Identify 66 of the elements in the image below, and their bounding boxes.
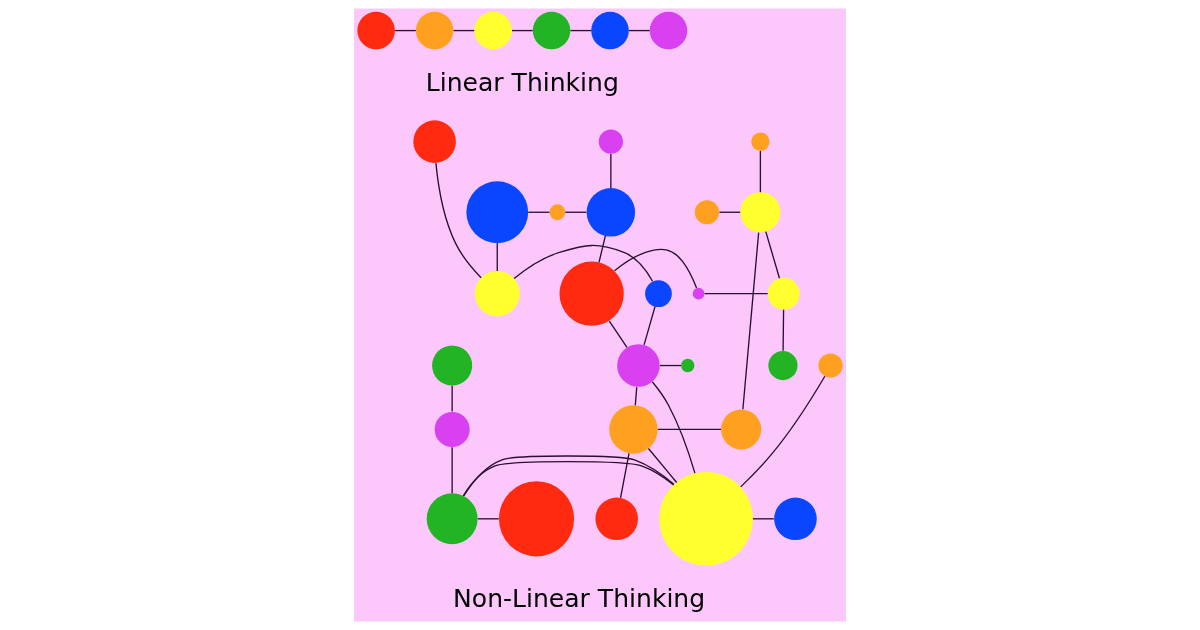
connector <box>647 447 678 484</box>
node-circle <box>818 353 843 378</box>
node-circle <box>598 129 623 154</box>
node-circle <box>617 344 660 387</box>
node-circle <box>751 132 770 151</box>
node-circle <box>767 277 800 310</box>
node-circle <box>774 497 817 541</box>
node-circle <box>474 11 512 50</box>
connector <box>513 244 654 282</box>
node-circle <box>609 405 658 454</box>
node-circle <box>432 345 473 386</box>
connector <box>435 162 482 279</box>
node-circle <box>498 481 575 557</box>
connector <box>759 150 762 193</box>
connector <box>782 309 785 352</box>
connector <box>740 375 826 488</box>
label: Non-Linear Thinking <box>453 584 706 614</box>
node-circle <box>659 472 753 566</box>
connector <box>511 29 534 32</box>
connector <box>477 518 500 520</box>
node-circle <box>549 204 566 221</box>
node-circle <box>591 11 629 50</box>
connector <box>651 381 696 474</box>
connector <box>634 386 638 406</box>
node-circle <box>474 271 520 317</box>
node-circle <box>586 188 636 237</box>
node-circle <box>694 200 720 225</box>
node-circle <box>434 411 470 447</box>
connector <box>659 364 682 367</box>
node-circle <box>740 192 781 233</box>
node-circle <box>768 350 798 381</box>
node-circle <box>649 11 688 50</box>
label: Linear Thinking <box>425 68 619 98</box>
node-circle <box>426 493 478 545</box>
connector <box>619 452 630 499</box>
connector <box>610 153 612 189</box>
node-circle <box>721 409 762 450</box>
node-circle <box>681 358 695 373</box>
connector <box>608 320 628 349</box>
connector <box>752 518 775 520</box>
connector <box>452 29 475 32</box>
connector <box>643 306 656 346</box>
node-circle <box>692 287 705 300</box>
connector <box>564 211 587 213</box>
connector <box>527 211 551 213</box>
node-circle <box>357 11 395 50</box>
node-circle <box>413 120 456 163</box>
connector <box>451 385 453 413</box>
connector <box>598 235 606 263</box>
connector <box>569 29 592 32</box>
connector <box>628 29 651 32</box>
node-circle <box>532 11 571 50</box>
connector <box>742 231 760 410</box>
connector <box>496 242 498 272</box>
node-circle <box>645 280 672 308</box>
connector <box>703 293 769 295</box>
node-circle <box>466 181 529 244</box>
node-circle <box>559 261 624 326</box>
connector <box>718 211 741 213</box>
node-circle <box>415 11 454 50</box>
connector <box>451 446 453 494</box>
node-circle <box>595 497 638 541</box>
connector <box>765 230 781 279</box>
connector <box>657 428 722 431</box>
connector <box>394 29 417 32</box>
connector <box>613 248 698 289</box>
